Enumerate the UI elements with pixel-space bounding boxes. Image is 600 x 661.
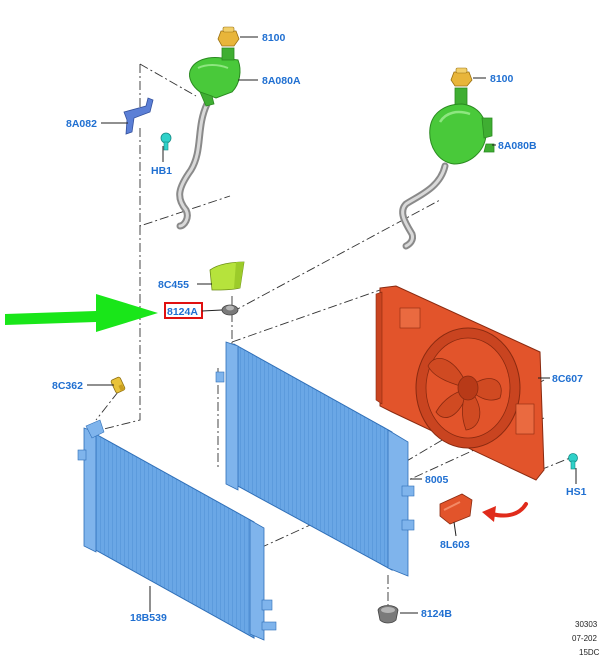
rotate-arrow-icon: [482, 502, 528, 522]
label-bolt-hs1: HS1: [566, 486, 587, 498]
label-mount-8124b: 8124B: [421, 608, 452, 620]
bracket-8l603[interactable]: [439, 493, 473, 525]
label-cap-left: 8100: [262, 32, 286, 44]
label-condenser-18b539: 18B539: [130, 612, 167, 624]
bracket-8a082[interactable]: [123, 97, 154, 135]
condenser-18b539[interactable]: [77, 419, 277, 641]
label-mount-8124a: 8124A: [167, 306, 198, 318]
sensor-8c362[interactable]: [110, 376, 126, 394]
footer-line-3: 15DC: [579, 648, 600, 657]
mount-8124b[interactable]: [377, 605, 399, 624]
bolt-hb1[interactable]: [160, 132, 172, 151]
label-fan-shroud-8c607: 8C607: [552, 373, 583, 385]
label-insulator-8c455: 8C455: [158, 279, 189, 291]
footer-line-1: 30303: [575, 620, 598, 629]
leader-lines: [87, 36, 577, 614]
label-bolt-hb1: HB1: [151, 165, 172, 177]
label-reservoir-right: 8A080B: [498, 140, 537, 152]
reservoir-left[interactable]: [189, 47, 241, 107]
label-reservoir-left: 8A080A: [262, 75, 301, 87]
reservoir-right[interactable]: [429, 87, 495, 165]
bolt-hs1[interactable]: [568, 453, 578, 470]
label-radiator-8005: 8005: [425, 474, 449, 486]
label-cap-right: 8100: [490, 73, 514, 85]
label-bracket-8l603: 8L603: [440, 539, 470, 551]
label-sensor-8c362: 8C362: [52, 380, 83, 392]
footer-line-2: 07-202: [572, 634, 597, 643]
radiator-8005[interactable]: [215, 341, 415, 577]
pointer-arrow-icon: [5, 294, 158, 332]
insulator-8c455[interactable]: [209, 261, 245, 291]
cap-left[interactable]: [217, 26, 240, 47]
label-bracket-8a082: 8A082: [66, 118, 97, 130]
fan-shroud-8c607[interactable]: [375, 285, 545, 481]
mount-8124a[interactable]: [221, 304, 239, 316]
cap-right[interactable]: [450, 67, 473, 87]
